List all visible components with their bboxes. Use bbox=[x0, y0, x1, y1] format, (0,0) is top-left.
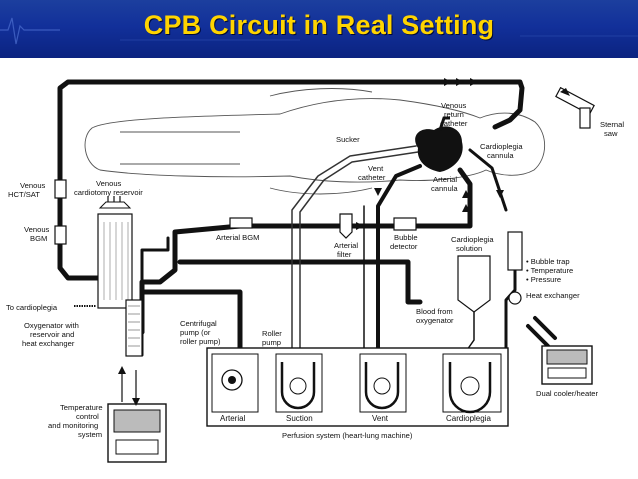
flow-arrows bbox=[356, 78, 504, 230]
venous-bgm-sensor bbox=[54, 225, 67, 245]
label-venous-return-2: return bbox=[444, 110, 464, 119]
bubble-detector bbox=[393, 217, 417, 231]
label-venous-hct-2: HCT/SAT bbox=[8, 190, 40, 199]
label-roller-pump-2: pump bbox=[262, 338, 281, 347]
labels: Venous return catheter Sternal saw Sucke… bbox=[6, 101, 624, 440]
label-temp-control-3: and monitoring bbox=[48, 421, 98, 430]
label-arterial-cannula-2: cannula bbox=[431, 184, 458, 193]
label-cardioplegia-solution-2: solution bbox=[456, 244, 482, 253]
label-venous-reservoir-1: Venous bbox=[96, 179, 122, 188]
label-blood-from-2: oxygenator bbox=[416, 316, 454, 325]
cpb-circuit-diagram: Venous return catheter Sternal saw Sucke… bbox=[6, 78, 624, 463]
label-venous-bgm-1: Venous bbox=[24, 225, 50, 234]
label-venous-reservoir-2: cardiotomy reservoir bbox=[74, 188, 143, 197]
sternal-saw-icon bbox=[555, 86, 595, 129]
label-cardioplegia-cannula-2: cannula bbox=[487, 151, 514, 160]
label-venous-hct-1: Venous bbox=[20, 181, 46, 190]
label-to-cardioplegia: To cardioplegia bbox=[6, 303, 58, 312]
venous-cardiotomy-reservoir bbox=[97, 196, 133, 309]
label-centrifugal-3: roller pump) bbox=[180, 337, 221, 346]
label-heat-exchanger: Heat exchanger bbox=[526, 291, 580, 300]
label-bubble-detector-1: Bubble bbox=[394, 233, 418, 242]
header-decoration bbox=[0, 17, 638, 45]
label-venous-return-1: Venous bbox=[441, 101, 467, 110]
label-oxygenator-2: reservoir and bbox=[30, 330, 74, 339]
venous-hct-sensor bbox=[54, 179, 67, 199]
label-venous-return-3: catheter bbox=[440, 119, 468, 128]
label-temp-control-1: Temperature bbox=[60, 403, 103, 412]
pump-label-suction: Suction bbox=[286, 414, 313, 423]
label-temp-control-4: system bbox=[78, 430, 102, 439]
label-centrifugal-2: pump (or bbox=[180, 328, 211, 337]
label-vent-catheter-2: catheter bbox=[358, 173, 386, 182]
label-temp-control-2: control bbox=[76, 412, 99, 421]
label-oxygenator-3: heat exchanger bbox=[22, 339, 75, 348]
temperature-control-unit bbox=[107, 366, 167, 463]
label-pressure: • Pressure bbox=[526, 275, 561, 284]
label-sucker: Sucker bbox=[336, 135, 360, 144]
patient-outline bbox=[84, 88, 546, 195]
label-blood-from-1: Blood from bbox=[416, 307, 453, 316]
arterial-bgm-sensor bbox=[229, 217, 253, 229]
label-temperature: • Temperature bbox=[526, 266, 573, 275]
pump-label-arterial: Arterial bbox=[220, 414, 246, 423]
slide-title: CPB Circuit in Real Setting bbox=[143, 10, 495, 40]
label-oxygenator-1: Oxygenator with bbox=[24, 321, 79, 330]
label-sternal-saw-1: Sternal bbox=[600, 120, 624, 129]
label-venous-bgm-2: BGM bbox=[30, 234, 47, 243]
label-dual-cooler: Dual cooler/heater bbox=[536, 389, 599, 398]
label-arterial-filter-1: Arterial bbox=[334, 241, 358, 250]
label-cardioplegia-solution-1: Cardioplegia bbox=[451, 235, 494, 244]
label-perfusion-system: Perfusion system (heart-lung machine) bbox=[282, 431, 413, 440]
heart bbox=[415, 116, 463, 172]
dual-cooler-heater bbox=[541, 345, 593, 385]
cardioplegia-solution-bag bbox=[457, 255, 491, 361]
label-cardioplegia-cannula-1: Cardioplegia bbox=[480, 142, 523, 151]
label-vent-catheter-1: Vent bbox=[368, 164, 384, 173]
label-arterial-bgm: Arterial BGM bbox=[216, 233, 259, 242]
label-arterial-cannula-1: Arterial bbox=[433, 175, 457, 184]
label-arterial-filter-2: filter bbox=[337, 250, 352, 259]
arterial-filter bbox=[339, 213, 353, 239]
label-bubble-trap: • Bubble trap bbox=[526, 257, 570, 266]
label-bubble-detector-2: detector bbox=[390, 242, 418, 251]
oxygenator bbox=[125, 299, 143, 357]
label-roller-pump-1: Roller bbox=[262, 329, 282, 338]
pump-console bbox=[206, 347, 509, 427]
pump-label-cardioplegia: Cardioplegia bbox=[446, 414, 491, 423]
label-sternal-saw-2: saw bbox=[604, 129, 618, 138]
pump-label-vent: Vent bbox=[372, 414, 389, 423]
bubble-trap bbox=[507, 231, 523, 305]
title-bar: CPB Circuit in Real Setting bbox=[0, 0, 638, 58]
label-centrifugal-1: Centrifugal bbox=[180, 319, 217, 328]
